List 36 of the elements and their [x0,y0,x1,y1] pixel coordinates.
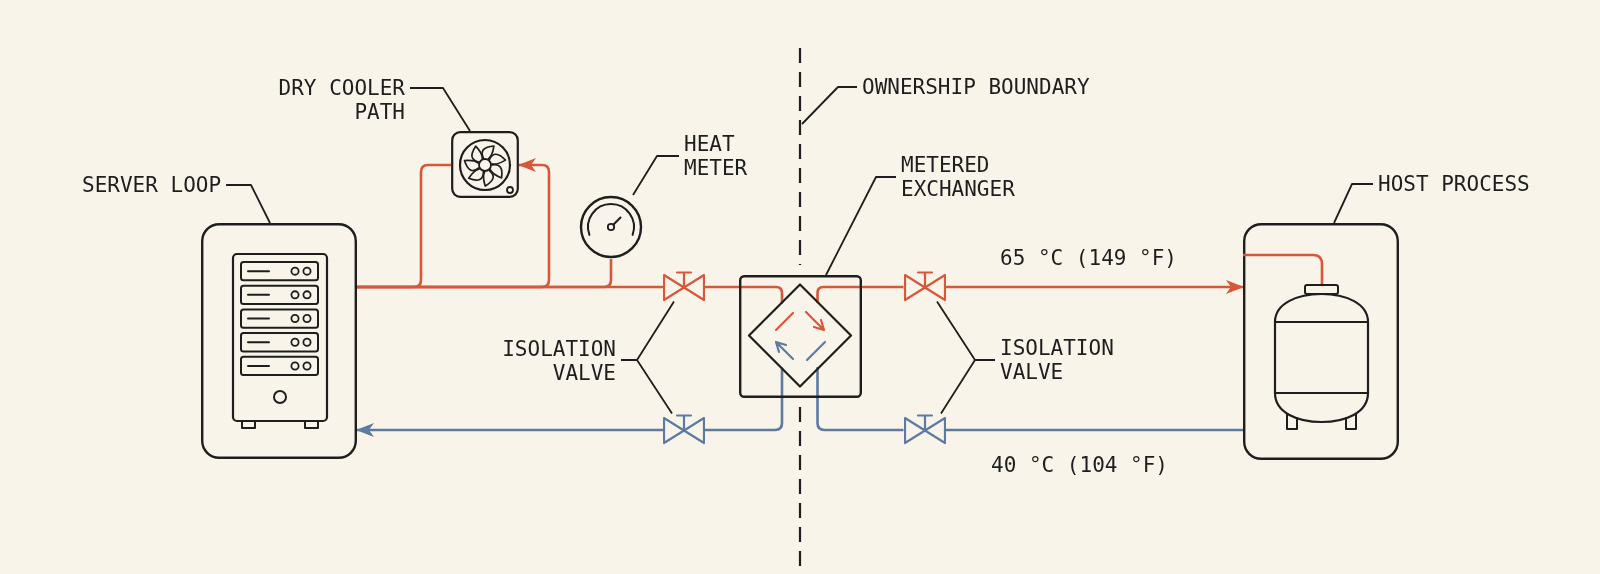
callout-label: HOST PROCESS [1373,172,1535,196]
leader-line [940,359,996,415]
temperature-label: 40 °C (104 °F) [990,453,1169,477]
tank-illustration [1243,223,1399,460]
callout-label: HEAT METER [679,132,769,180]
callout-label: ISOLATION VALVE [995,336,1125,384]
valve-icon [903,270,946,302]
leader-line [409,87,471,132]
callout-label: SERVER LOOP [77,173,227,197]
pipe [357,259,613,289]
leader-line [225,184,271,224]
leader-line [801,86,858,125]
leader-line [1333,183,1374,224]
pipe [945,428,1243,432]
server-rack-illustration [201,223,357,459]
callout-label: METERED EXCHANGER [896,153,1026,201]
pipe [705,398,784,432]
pipe [356,423,663,437]
temperature-label: 65 °C (149 °F) [999,246,1178,270]
valve-icon [663,413,705,445]
callout-label: OWNERSHIP BOUNDARY [857,75,1095,99]
valve-icon [903,413,946,445]
heat-exchanger-illustration [739,275,862,398]
gauge-icon [579,195,643,259]
leader-line [632,155,680,196]
callout-label: ISOLATION VALVE [491,337,621,385]
valve-icon [663,270,705,302]
pipe [945,280,1244,294]
leader-line [620,359,673,415]
pipe [705,285,739,289]
callout-label: DRY COOLER PATH [260,76,410,124]
dashed-boundary-line [798,48,802,566]
pipe [862,285,904,289]
fan-icon [451,131,519,198]
pipe [816,398,904,432]
leader-line [825,176,897,276]
